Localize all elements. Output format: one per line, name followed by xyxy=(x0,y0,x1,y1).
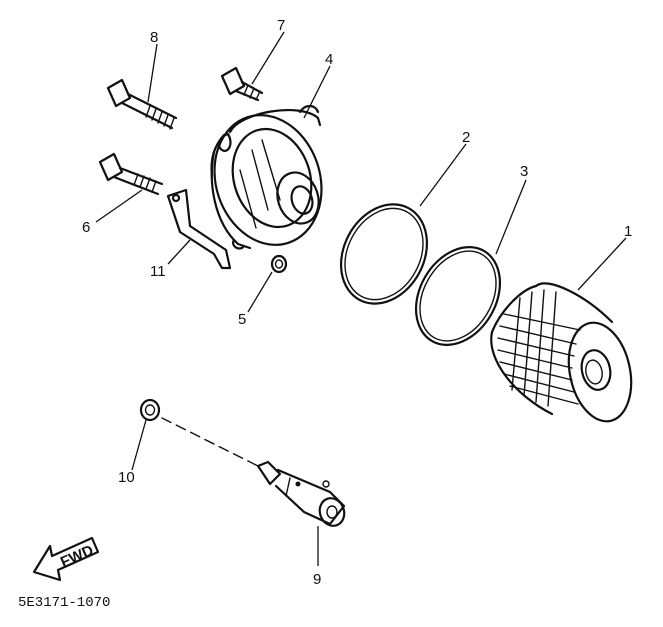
fitting-9 xyxy=(256,460,346,527)
callout-6: 6 xyxy=(82,219,90,236)
callout-5: 5 xyxy=(238,311,246,328)
leader-lines xyxy=(95,31,627,566)
callout-8: 8 xyxy=(150,29,158,46)
callout-2: 2 xyxy=(462,129,470,146)
assembly-center-line xyxy=(161,417,263,469)
callout-7: 7 xyxy=(277,17,285,34)
diagram-code: 5E3171-1070 xyxy=(18,595,110,611)
callout-9: 9 xyxy=(313,571,321,588)
callout-10: 10 xyxy=(118,469,135,486)
callout-4: 4 xyxy=(325,51,333,68)
callout-3: 3 xyxy=(520,163,528,180)
bolt-6 xyxy=(98,152,164,196)
bolt-7 xyxy=(220,66,264,102)
oil-filter-element-1 xyxy=(490,282,633,423)
filter-cover-4 xyxy=(210,104,323,250)
bolt-8 xyxy=(106,78,178,130)
o-ring-2 xyxy=(339,203,429,305)
bracket-11 xyxy=(166,188,232,270)
o-ring-3 xyxy=(414,246,502,346)
callout-1: 1 xyxy=(624,223,632,240)
fwd-arrow-icon: FWD xyxy=(32,536,100,582)
washer-10 xyxy=(139,398,161,422)
o-ring-5 xyxy=(270,254,288,274)
callout-11: 11 xyxy=(150,263,166,280)
fwd-label: FWD xyxy=(58,542,96,571)
